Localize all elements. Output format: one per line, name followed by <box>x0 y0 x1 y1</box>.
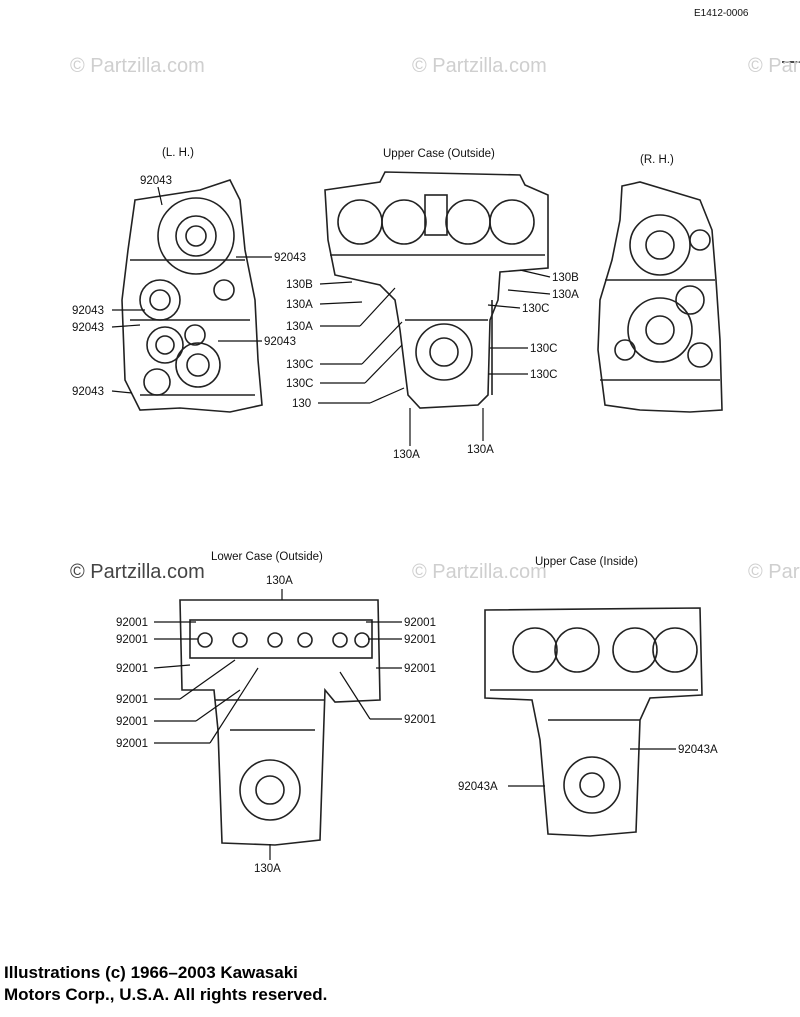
copyright-line-1: Illustrations (c) 1966–2003 Kawasaki <box>4 963 298 982</box>
lower-outside-callouts: 130A 92001 92001 92001 92001 92001 92001… <box>116 575 436 875</box>
part-label: 92001 <box>116 634 148 646</box>
watermark: © Partzilla.com <box>412 55 547 77</box>
upper-outside-drawing <box>324 171 549 409</box>
lh-callouts: 92043 92043 92043 92043 92043 92043 <box>72 175 306 398</box>
part-label: 130A <box>286 321 313 333</box>
watermark: © Partzilla.com <box>70 561 205 583</box>
part-label: 92001 <box>116 694 148 706</box>
part-label: 130C <box>530 343 558 355</box>
part-label: 130A <box>393 449 420 461</box>
part-label: 92043A <box>458 781 498 793</box>
upper-outside-title: Upper Case (Outside) <box>383 148 495 160</box>
part-label: 130A <box>286 299 313 311</box>
lower-outside-drawing <box>179 599 381 846</box>
diagram-code: E1412-0006 <box>694 8 749 19</box>
part-label: 92001 <box>116 617 148 629</box>
watermark: © Partzilla.com <box>748 55 800 77</box>
lh-title: (L. H.) <box>162 147 194 159</box>
part-label: 130C <box>286 359 314 371</box>
lower-outside-view: Lower Case (Outside) 130A 92001 92001 92… <box>116 551 436 875</box>
part-label: 130A <box>266 575 293 587</box>
watermark: © Partzilla.com <box>412 561 547 583</box>
upper-outside-view: Upper Case (Outside) 130B 130A 130A 130C… <box>286 148 579 461</box>
part-label: 92001 <box>116 738 148 750</box>
part-label: 92043 <box>72 305 104 317</box>
rh-crankcase-drawing <box>597 181 723 413</box>
upper-inside-view: Upper Case (Inside) 92043A 92043A <box>458 556 718 837</box>
part-label: 92043 <box>72 386 104 398</box>
lh-view: (L. H.) 92043 92043 92043 92043 92043 92… <box>72 147 306 413</box>
rh-title: (R. H.) <box>640 154 674 166</box>
part-label: 92043 <box>274 252 306 264</box>
part-label: 130A <box>552 289 579 301</box>
part-label: 92001 <box>404 617 436 629</box>
upper-outside-callouts: 130B 130A 130A 130C 130C 130 130A 130A 1… <box>286 269 579 461</box>
part-label: 92043 <box>72 322 104 334</box>
watermark: © Partzilla.com <box>70 55 205 77</box>
part-label: 92001 <box>404 663 436 675</box>
part-label: 92043 <box>264 336 296 348</box>
upper-inside-callouts: 92043A 92043A <box>458 744 718 793</box>
part-label: 130B <box>286 279 313 291</box>
part-label: 130B <box>552 272 579 284</box>
part-label: 130 <box>292 398 311 410</box>
upper-inside-drawing <box>484 607 703 837</box>
part-label: 92043 <box>140 175 172 187</box>
part-label: 92001 <box>404 714 436 726</box>
part-label: 130C <box>286 378 314 390</box>
lh-crankcase-drawing <box>121 179 263 413</box>
part-label: 92043A <box>678 744 718 756</box>
part-label: 92001 <box>116 663 148 675</box>
rh-view: (R. H.) <box>597 154 723 413</box>
part-label: 130A <box>254 863 281 875</box>
part-label: 130C <box>530 369 558 381</box>
lower-outside-title: Lower Case (Outside) <box>211 551 323 563</box>
part-label: 92001 <box>404 634 436 646</box>
copyright-line-2: Motors Corp., U.S.A. All rights reserved… <box>4 985 328 1004</box>
watermark: © Partzilla.com <box>748 561 800 583</box>
copyright-notice: Illustrations (c) 1966–2003 Kawasaki Mot… <box>4 962 327 1006</box>
part-label: 92001 <box>116 716 148 728</box>
part-label: 130A <box>467 444 494 456</box>
part-label: 130C <box>522 303 550 315</box>
upper-inside-title: Upper Case (Inside) <box>535 556 638 568</box>
